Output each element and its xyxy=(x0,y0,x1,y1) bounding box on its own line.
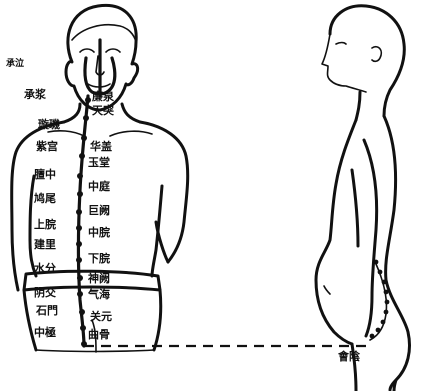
label-jujue: 巨阙 xyxy=(88,204,110,217)
label-xiawan: 下脘 xyxy=(88,251,110,265)
label-chengqi: 承泣 xyxy=(6,57,24,69)
acupoint-dot xyxy=(76,241,82,247)
front-shorts-seam xyxy=(36,350,154,352)
acupoint-dot xyxy=(76,257,82,263)
acupoint-dot xyxy=(376,328,381,333)
label-shangwan: 上脘 xyxy=(34,217,56,231)
acupoint-dot xyxy=(83,115,89,121)
side-neck-front xyxy=(356,92,360,120)
side-arm-inner xyxy=(352,170,358,246)
label-huagai: 华盖 xyxy=(90,139,112,153)
acupoint-dot xyxy=(381,320,386,325)
acupoint-dot xyxy=(77,275,83,281)
acupoint-dot xyxy=(370,334,375,339)
label-xuanji: 璇璣 xyxy=(38,117,60,131)
label-qihai: 气海 xyxy=(87,287,110,301)
front-eye-left xyxy=(80,49,94,52)
label-qugu: 曲骨 xyxy=(88,327,110,341)
label-lianquan: 廉泉 xyxy=(92,89,115,103)
front-chest-left xyxy=(48,131,84,136)
acupoint-dot xyxy=(85,97,91,103)
label-tanzhong: 膻中 xyxy=(33,167,56,181)
label-shimen: 石門 xyxy=(35,304,58,317)
front-chest-right xyxy=(110,131,152,136)
front-hairline xyxy=(72,25,136,42)
acupoint-dot xyxy=(374,260,379,265)
acupoint-dot xyxy=(80,325,86,331)
label-zigong: 紫宫 xyxy=(36,139,58,153)
acupoint-dot xyxy=(81,135,87,141)
label-jianli: 建里 xyxy=(34,237,56,251)
acupoint-dot xyxy=(79,309,85,315)
label-huiyin: 會陰 xyxy=(338,349,361,363)
label-guanyuan: 关元 xyxy=(90,309,112,323)
acupoint-dot xyxy=(77,291,83,297)
side-head-outline xyxy=(330,6,404,116)
front-neck-right xyxy=(122,104,140,122)
acupoint-dot xyxy=(77,173,83,179)
label-shuifen: 水分 xyxy=(34,261,56,275)
side-eye xyxy=(336,43,346,45)
label-yutang: 玉堂 xyxy=(88,155,110,169)
acupoint-dot xyxy=(77,191,83,197)
side-figure xyxy=(316,6,410,391)
label-jiuwei: 鸠尾 xyxy=(33,191,56,205)
side-navel xyxy=(324,286,330,294)
side-arm xyxy=(364,140,377,336)
front-right-shoulder-arm xyxy=(140,122,188,262)
acupoint-dot xyxy=(378,270,383,275)
side-front-torso xyxy=(316,120,356,344)
acupoint-dot xyxy=(76,225,82,231)
label-zhongji: 中極 xyxy=(34,325,56,339)
front-neck-left xyxy=(64,104,80,122)
label-zhongwan: 中脘 xyxy=(88,225,110,239)
acupoint-dot xyxy=(79,153,85,159)
acupoint-dot xyxy=(385,300,390,305)
label-zhongting: 中庭 xyxy=(88,179,110,193)
acupoint-dot xyxy=(384,290,389,295)
acupoint-labels: 承泣 承浆 廉泉 天突 璇璣 华盖 紫宫 玉堂 膻中 中庭 鸠尾 巨阙 上脘 中… xyxy=(6,57,361,363)
label-yinjiao: 阴交 xyxy=(34,285,56,299)
label-chengjiang: 承浆 xyxy=(24,87,47,101)
side-back xyxy=(384,116,410,390)
side-leg-back xyxy=(394,380,396,391)
acupoint-dot xyxy=(382,280,387,285)
acupoint-dot xyxy=(76,209,82,215)
side-ear xyxy=(372,47,381,62)
label-tiantu: 天突 xyxy=(92,103,114,117)
front-eye-right xyxy=(106,49,120,52)
acupoint-dot xyxy=(384,310,389,315)
label-shenque: 神阙 xyxy=(88,271,110,285)
